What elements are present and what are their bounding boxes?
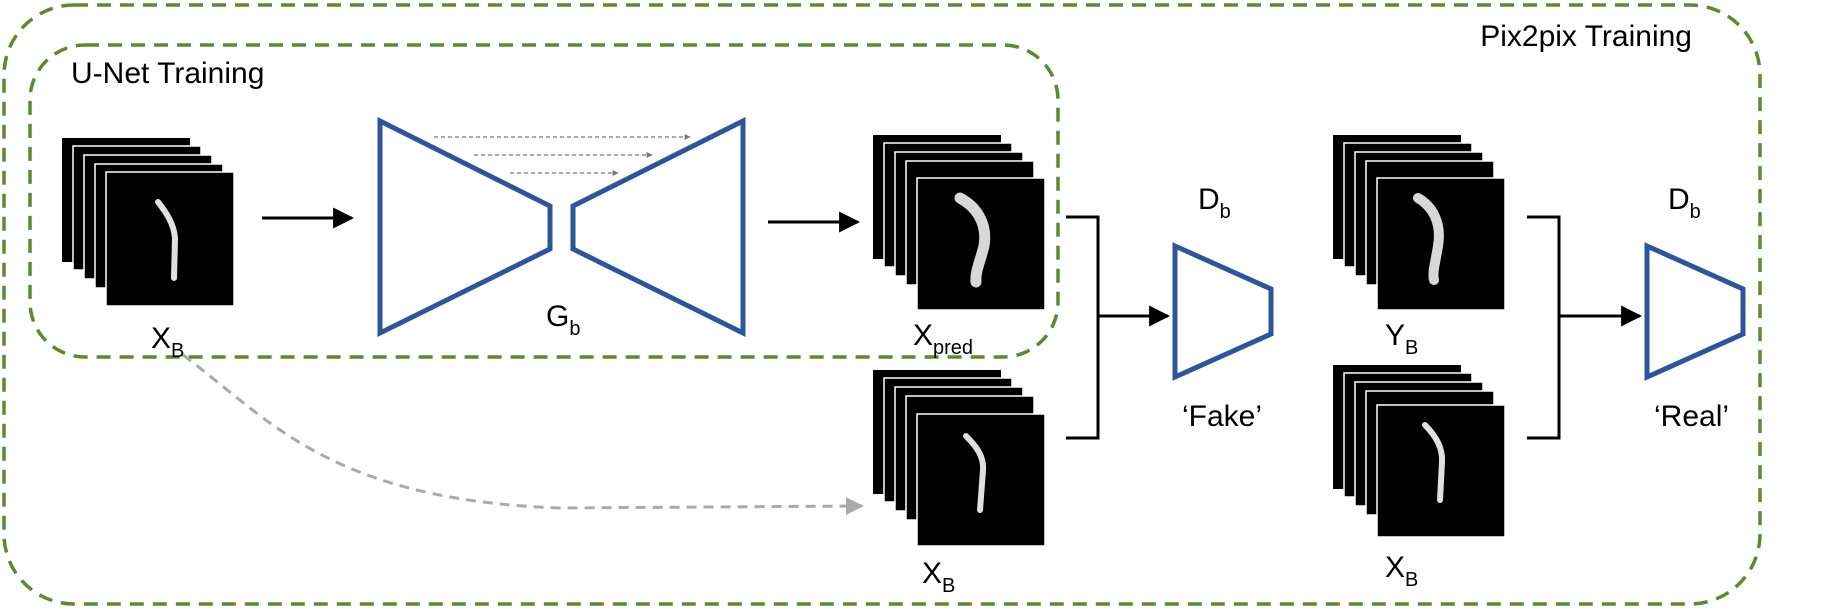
bone-slice [954, 192, 991, 288]
generator-label: Gb [546, 300, 580, 340]
fake-pair-bracket [1066, 215, 1171, 440]
input-image-stack [62, 138, 235, 307]
pix2pix-training-title: Pix2pix Training [1480, 20, 1692, 53]
bone-slice [1413, 193, 1444, 285]
prediction-image-stack [873, 135, 1046, 311]
bone-slice [963, 433, 987, 513]
target-label: YB [1385, 319, 1418, 359]
discriminator-fake [1172, 242, 1274, 381]
discriminator-real-label: Db [1668, 183, 1701, 223]
prediction-label: Xpred [913, 319, 973, 359]
pix2pix-training-region [2, 3, 1762, 606]
generator-unet [377, 116, 746, 338]
bone-slice [155, 199, 179, 281]
condition-real-label: XB [1385, 551, 1418, 591]
copy-input-arrow [182, 353, 864, 516]
discriminator-real [1644, 242, 1746, 381]
condition-image-stack-real [1333, 365, 1506, 538]
unet-training-region [28, 43, 1060, 359]
discriminator-real-output: ‘Real’ [1654, 400, 1729, 433]
condition-fake-label: XB [922, 557, 955, 597]
input-label: XB [151, 322, 184, 362]
discriminator-fake-label: Db [1198, 183, 1231, 223]
condition-image-stack-fake [873, 370, 1046, 547]
unet-training-title: U-Net Training [71, 57, 264, 90]
real-pair-bracket [1527, 215, 1643, 440]
target-image-stack [1333, 135, 1506, 311]
bone-slice [1422, 422, 1446, 503]
discriminator-fake-output: ‘Fake’ [1182, 400, 1262, 433]
